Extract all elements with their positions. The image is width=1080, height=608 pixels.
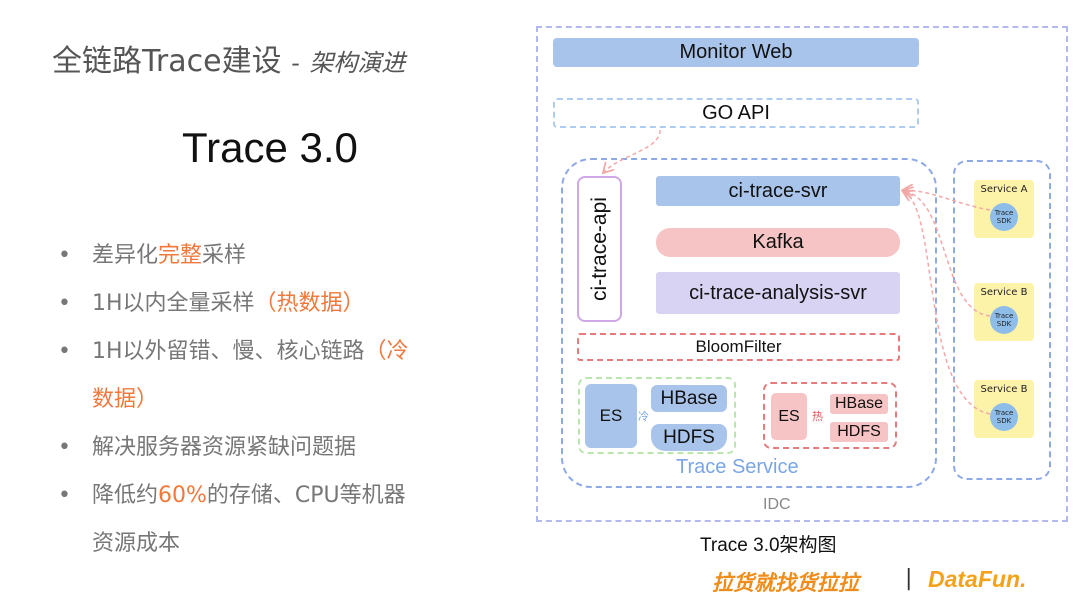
service-b-1-label: Service B <box>980 287 1028 298</box>
huolala-logo: 拉货就找货拉拉 <box>712 571 859 595</box>
bullet-3-cont: 数据） <box>92 387 159 412</box>
service-a: Service A Trace SDK <box>974 180 1034 238</box>
hot-es-box: ES <box>771 393 807 440</box>
cold-es-box: ES <box>585 384 637 448</box>
bullet-3: 1H以外留错、慢、核心链路（冷 <box>58 328 498 376</box>
bullet-5-cont: 资源成本 <box>92 531 181 556</box>
service-b-1-sdk: Trace SDK <box>990 306 1018 334</box>
ci-trace-api-box: ci-trace-api <box>577 176 622 322</box>
hot-hbase-box: HBase <box>830 394 888 414</box>
hot-hdfs-box: HDFS <box>830 422 888 442</box>
service-b-2: Service B Trace SDK <box>974 380 1034 438</box>
cold-storage-frame <box>578 377 736 454</box>
page-title: 全链路Trace建设 - 架构演进 <box>52 36 405 80</box>
cold-tag: 冷 <box>638 411 649 423</box>
bullet-list: 差异化完整采样 1H以内全量采样（热数据） 1H以外留错、慢、核心链路（冷 数据… <box>58 232 498 568</box>
service-b2-arrow <box>904 192 991 415</box>
trace-service-label: Trace Service <box>676 456 799 478</box>
ci-trace-analysis-svr-box: ci-trace-analysis-svr <box>656 272 900 314</box>
service-a-label: Service A <box>980 184 1028 195</box>
kafka-box: Kafka <box>656 228 900 257</box>
services-frame <box>953 160 1051 480</box>
idc-frame <box>536 26 1068 522</box>
bullet-4: 解决服务器资源紧缺问题据 <box>58 424 498 472</box>
logo-separator: | <box>905 566 913 591</box>
trace-service-frame <box>561 158 937 488</box>
service-b-1: Service B Trace SDK <box>974 283 1034 341</box>
title-sub: 架构演进 <box>309 49 406 77</box>
bullet-2: 1H以内全量采样（热数据） <box>58 280 498 328</box>
ci-trace-svr-box: ci-trace-svr <box>656 176 900 206</box>
bloomfilter-box: BloomFilter <box>577 333 900 361</box>
idc-label: IDC <box>763 496 791 513</box>
go-api-to-ci-trace-api-arrow <box>604 129 661 172</box>
service-a-arrow <box>904 190 991 211</box>
monitor-web-box: Monitor Web <box>553 38 919 67</box>
cold-hbase-box: HBase <box>651 385 727 412</box>
service-a-sdk: Trace SDK <box>990 203 1018 231</box>
datafun-logo: DataFun. <box>928 566 1027 592</box>
title-dash: - <box>291 49 300 77</box>
diagram-caption: Trace 3.0架构图 <box>700 535 837 556</box>
go-api-box: GO API <box>553 98 919 128</box>
heading: Trace 3.0 <box>182 124 358 171</box>
bullet-1: 差异化完整采样 <box>58 232 498 280</box>
service-b1-arrow <box>904 191 991 317</box>
bullet-5: 降低约60%的存储、CPU等机器 <box>58 472 498 520</box>
service-b-2-sdk: Trace SDK <box>990 403 1018 431</box>
hot-storage-frame <box>763 382 897 449</box>
title-main: 全链路Trace建设 <box>52 44 282 79</box>
service-b-2-label: Service B <box>980 384 1028 395</box>
hot-tag: 热 <box>812 411 823 423</box>
cold-hdfs-box: HDFS <box>651 424 727 451</box>
